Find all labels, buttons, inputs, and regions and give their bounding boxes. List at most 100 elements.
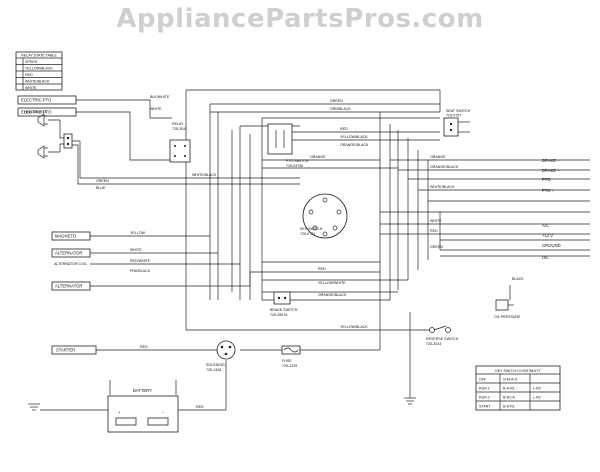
starter-box xyxy=(51,345,97,355)
wire-label: WHITE/BLACK xyxy=(430,185,455,189)
terminal-label: BRAKE + xyxy=(542,168,560,173)
solenoid: SOLENOID 725-1426 xyxy=(206,340,236,372)
wire-label: YELLOW xyxy=(130,231,146,235)
terminal-label: +12 V xyxy=(542,233,553,238)
ground-icon-2 xyxy=(404,397,416,405)
relay-table-row: WHITE/BLACK xyxy=(25,80,50,84)
wire-label: RED xyxy=(340,127,348,131)
wire-label: RED xyxy=(196,405,204,409)
key-table-cell: B-S-R1 xyxy=(503,405,515,409)
headlights-label: HEADLIGHTS xyxy=(24,110,48,114)
right-terminals: BRAKE - BRAKE + PTO PTO + A/C +12 V GROU… xyxy=(542,158,561,260)
wire-label: RED xyxy=(430,229,438,233)
wire-label: BLUE xyxy=(96,186,106,190)
relay-label: RELAY xyxy=(172,122,184,126)
relay-part: 725-3041 xyxy=(172,127,187,131)
wire-label: WHITE/BLACK xyxy=(192,173,217,177)
ground-icon xyxy=(28,403,40,411)
reverse-switch-part: 725-3043 xyxy=(426,342,441,346)
headlight-icon xyxy=(37,113,48,127)
wire-label: WHITE xyxy=(150,107,162,111)
wire-label: WHITE xyxy=(430,219,442,223)
alternator-box xyxy=(51,248,91,258)
brake-switch-label: BRAKE SWITCH xyxy=(270,308,298,312)
relay-table-row: RED xyxy=(25,73,33,77)
oil-pressure-label: OIL PRESSURE xyxy=(494,315,521,319)
key-switch-label: KEY SWITCH xyxy=(300,227,323,231)
key-table-cell: OFF xyxy=(479,378,487,382)
battery-minus: - xyxy=(162,410,164,415)
relay-table-row: YELLOW/BLACK xyxy=(25,67,53,71)
alternator-label-2: ALTERNATOR xyxy=(55,284,82,289)
relay-table-title: RELAY STATE TABLE xyxy=(21,54,57,58)
wire-label: YELLOW/WHITE xyxy=(318,281,346,285)
terminal-label: A/C xyxy=(542,223,549,228)
wire-label: RED/WHITE xyxy=(130,259,151,263)
fuse-part: 725-1239 xyxy=(282,364,297,368)
wire-label: GRN/BLACK xyxy=(330,107,351,111)
wire-harness xyxy=(40,89,590,411)
magneto-box xyxy=(51,231,91,241)
alternator-coil-label: ALTERNATOR COIL xyxy=(54,262,87,266)
alternator-label: ALTERNATOR xyxy=(55,251,82,256)
wire-label: RED xyxy=(140,345,148,349)
wire-label: ORANGE xyxy=(310,155,326,159)
watermark: AppliancePartsPros.com xyxy=(116,4,484,34)
oil-pressure-switch: OIL PRESSURE BLACK xyxy=(494,277,524,319)
key-table-cell: B-A-R1 xyxy=(503,387,515,391)
fuse-label: FUSE xyxy=(282,359,292,363)
brake-switch: BRAKE SWITCH 725-3907A xyxy=(270,291,298,317)
headlight-icon-2 xyxy=(37,145,48,159)
key-switch-continuity-table: KEY SWITCH CONTINUITY OFF G-M-A-S RUN 1 … xyxy=(475,365,561,411)
wire-label: ORANGE/BLACK xyxy=(318,293,347,297)
wire-label: GREEN xyxy=(430,245,443,249)
wire-label: YELLOW/BLACK xyxy=(340,135,368,139)
seat-switch: SEAT SWITCH 725-0757 xyxy=(443,109,471,137)
battery: BATTERY + - xyxy=(107,388,179,433)
wire-label: WHITE xyxy=(130,248,142,252)
wire-label: RED xyxy=(318,267,326,271)
wire-label: GREEN xyxy=(96,179,109,183)
key-table-cell: START xyxy=(479,405,491,409)
key-table-title: KEY SWITCH CONTINUITY xyxy=(495,369,541,373)
terminal-label: GROUND xyxy=(542,243,561,248)
reverse-switch-label: REVERSE SWITCH xyxy=(426,337,459,341)
key-switch-part: 725-0741 xyxy=(300,232,315,236)
key-table-cell: G-M-A-S xyxy=(503,378,518,382)
relay-state-table: RELAY STATE TABLE SPEED YELLOW/BLACK RED… xyxy=(15,51,63,91)
wire-labels: BLK/WHITE WHITE GREEN GRN/BLACK RED YELL… xyxy=(96,95,459,409)
battery-plus: + xyxy=(118,410,121,415)
wire-label: BLK/WHITE xyxy=(150,95,170,99)
reverse-switch: REVERSE SWITCH 725-3043 xyxy=(426,325,459,346)
seat-switch-part: 725-0757 xyxy=(446,114,461,118)
wire-label: ORANGE xyxy=(430,155,446,159)
headlight-switch-icon xyxy=(63,133,73,149)
pto-switch-label: PTO SWITCH xyxy=(286,159,309,163)
pto-switch-part: 725-04790 xyxy=(286,164,303,168)
terminal-label: BRAKE - xyxy=(542,158,559,163)
electric-pto-label-2: ELECTRIC PTO xyxy=(21,110,52,115)
key-table-cell: RUN 1 xyxy=(479,387,490,391)
oil-wire-label: BLACK xyxy=(512,277,524,281)
key-table-cell: L-R2 xyxy=(533,387,541,391)
wire-label: ORANGE/BLACK xyxy=(430,165,459,169)
pto-switch: PTO SWITCH 725-04790 xyxy=(267,123,309,168)
key-table-cell: L-R2 xyxy=(533,396,541,400)
wire-label: ORANGE/BLACK xyxy=(340,143,369,147)
terminal-label: OIL xyxy=(542,255,549,260)
wire-label: YELLOW/BLACK xyxy=(340,325,368,329)
brake-switch-part: 725-3907A xyxy=(270,313,288,317)
relay: RELAY 725-3041 xyxy=(169,122,191,163)
magneto-label: MAGNETO xyxy=(55,234,77,239)
key-switch: KEY SWITCH 725-0741 xyxy=(300,193,348,239)
solenoid-label: SOLENOID xyxy=(206,363,225,367)
relay-table-row: WHITE xyxy=(25,86,37,90)
fuse: FUSE 725-1239 xyxy=(281,345,301,368)
wire-label: GREEN xyxy=(330,99,343,103)
starter-label: STARTER xyxy=(56,348,75,353)
battery-label: BATTERY xyxy=(133,388,152,393)
alternator-box-2 xyxy=(51,281,91,291)
key-table-cell: B-R1-A xyxy=(503,396,515,400)
electric-pto-label: ELECTRIC PTO xyxy=(21,98,52,103)
